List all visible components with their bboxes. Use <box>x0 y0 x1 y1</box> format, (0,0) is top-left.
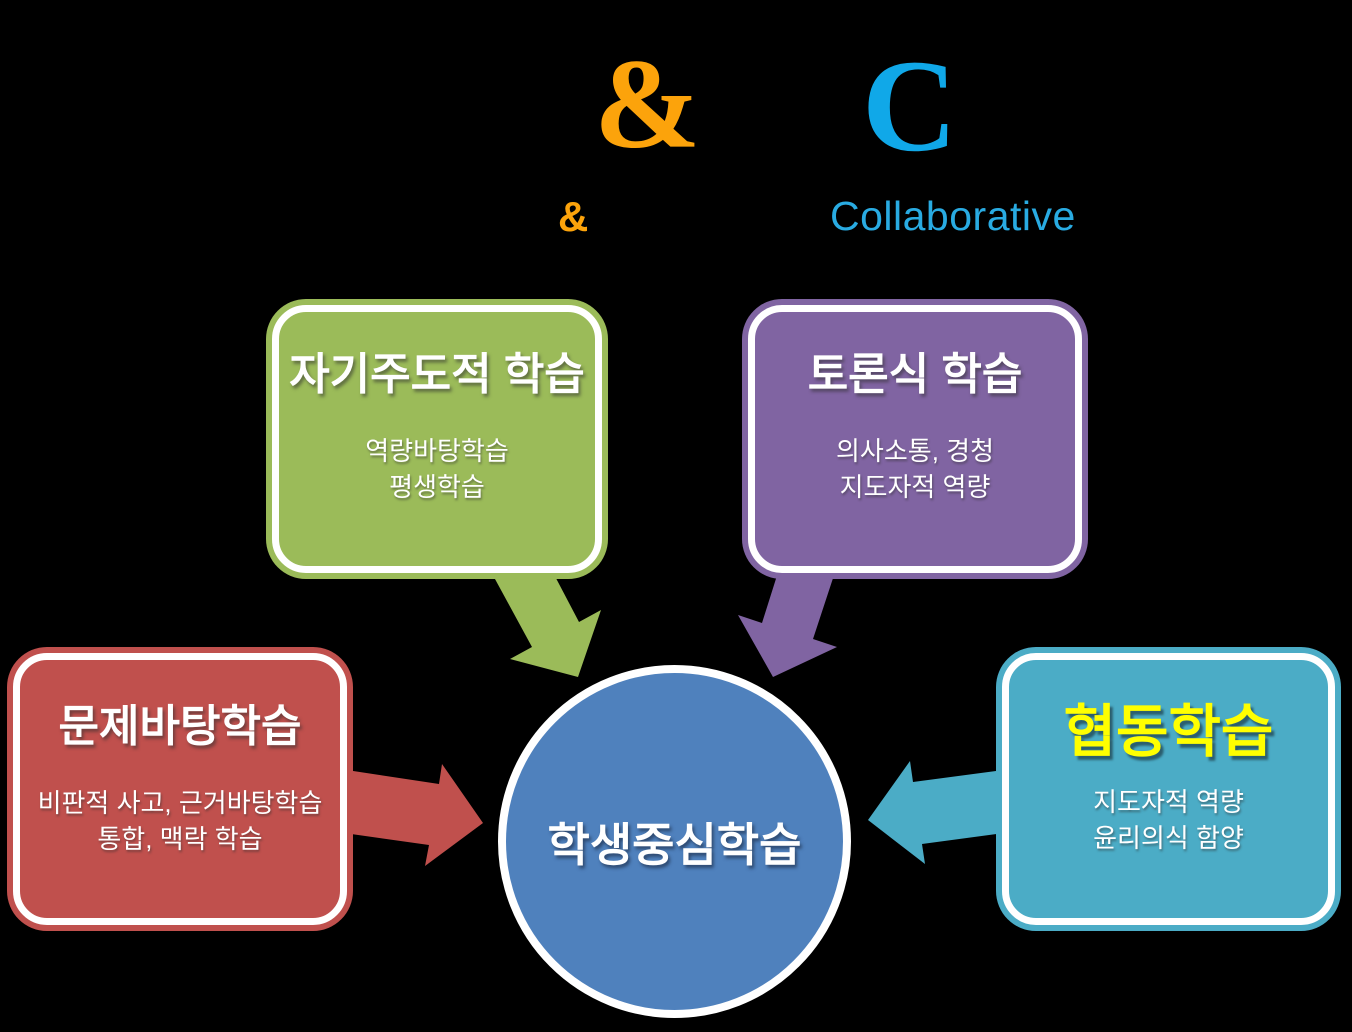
subtitle-line: 지도자적 역량 <box>1093 786 1244 817</box>
subtitle-line: 지도자적 역량 <box>839 471 991 502</box>
box-title-problem-based: 문제바탕학습 <box>58 702 302 751</box>
subtitle-line: 통합, 맥락 학습 <box>97 823 263 854</box>
header-big-c: C <box>862 32 958 179</box>
header-small-ampersand: & <box>558 193 589 240</box>
box-subtitle-cooperative: 지도자적 역량 윤리의식 함양 <box>1093 784 1244 856</box>
arrow-self-directed-to-center-icon <box>489 542 601 677</box>
header-collaborative-label: Collaborative <box>830 193 1076 239</box>
center-circle-label: 학생중심학습 <box>547 818 802 871</box>
box-subtitle-discussion: 의사소통, 경청 지도자적 역량 <box>836 433 994 505</box>
arrow-problem-based-to-center-icon <box>330 764 483 866</box>
box-title-cooperative: 협동학습 <box>1063 700 1274 764</box>
subtitle-line: 역량바탕학습 <box>365 435 509 466</box>
box-title-self-directed: 자기주도적 학습 <box>289 350 585 399</box>
subtitle-line: 의사소통, 경청 <box>836 435 994 466</box>
box-subtitle-problem-based: 비판적 사고, 근거바탕학습 통합, 맥락 학습 <box>38 785 323 857</box>
box-self-directed-learning: 자기주도적 학습 역량바탕학습 평생학습 <box>272 305 602 573</box>
box-title-discussion: 토론식 학습 <box>807 350 1023 399</box>
subtitle-line: 평생학습 <box>389 471 485 502</box>
box-discussion-learning: 토론식 학습 의사소통, 경청 지도자적 역량 <box>748 305 1082 573</box>
box-subtitle-self-directed: 역량바탕학습 평생학습 <box>365 433 509 505</box>
center-circle-student-centered-learning: 학생중심학습 <box>498 665 851 1018</box>
arrow-cooperative-to-center-icon <box>868 761 1019 864</box>
subtitle-line: 윤리의식 함양 <box>1093 822 1244 853</box>
box-problem-based-learning: 문제바탕학습 비판적 사고, 근거바탕학습 통합, 맥락 학습 <box>13 653 347 925</box>
subtitle-line: 비판적 사고, 근거바탕학습 <box>37 787 323 818</box>
arrow-discussion-to-center-icon <box>738 547 838 677</box>
header-big-ampersand: & <box>594 33 701 175</box>
box-cooperative-learning: 협동학습 지도자적 역량 윤리의식 함양 <box>1002 653 1335 925</box>
